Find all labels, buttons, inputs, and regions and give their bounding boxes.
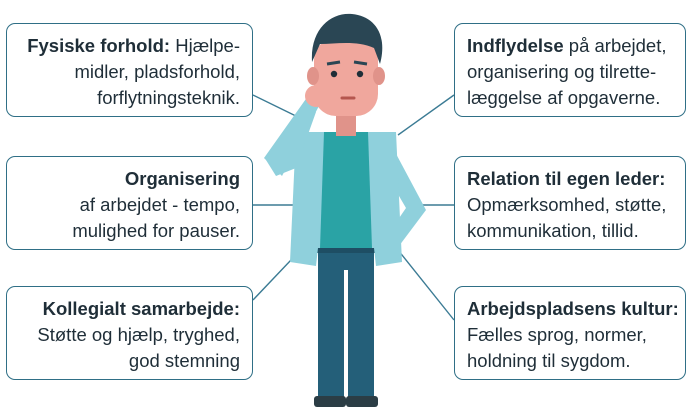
crotch <box>318 248 374 270</box>
left-brow <box>326 60 341 66</box>
right-brow <box>353 60 368 66</box>
culture-line-2: Fælles sprog, normer, <box>467 324 647 345</box>
neck <box>336 112 356 136</box>
right-leg <box>348 255 374 400</box>
influence-line-2: organisering og tilrette- <box>467 61 657 82</box>
collegial-title: Kollegialt samarbejde: <box>42 298 240 319</box>
collegial-line-2: Støtte og hjælp, tryghed, <box>37 324 240 345</box>
right-shoe <box>346 396 378 407</box>
left-forearm <box>264 96 320 176</box>
hair <box>311 13 383 64</box>
leader-title: Relation til egen leder: <box>467 168 666 189</box>
connector-culture <box>397 249 455 321</box>
connector-influence <box>397 94 455 136</box>
right-eye <box>356 70 364 78</box>
leader-line-3: kommunikation, tillid. <box>467 220 639 241</box>
physical-line-1-rest: Hjælpe- <box>175 35 240 56</box>
physical-line-2: midler, pladsforhold, <box>74 61 240 82</box>
thinking-man-illustration <box>264 13 426 407</box>
collegial-cooperation-box: Kollegialt samarbejde: Støtte og hjælp, … <box>6 286 253 380</box>
physical-line-3: forflytningsteknik. <box>97 87 240 108</box>
left-shoe <box>314 396 346 407</box>
collegial-line-3: god stemning <box>128 350 240 371</box>
connector-physical <box>252 94 301 119</box>
workplace-culture-box: Arbejdspladsens kultur: Fælles sprog, no… <box>454 286 686 380</box>
influence-title: Indflydelse <box>467 35 564 56</box>
organisation-line-2: af arbejdet - tempo, <box>79 194 240 215</box>
physical-line-1: Fysiske forhold: Hjælpe- <box>19 33 240 59</box>
influence-line-1-rest: på arbejdet, <box>568 35 667 56</box>
influence-box: Indflydelse på arbejdet, organisering og… <box>454 23 686 117</box>
culture-line-3: holdning til sygdom. <box>467 350 631 371</box>
influence-line-1: Indflydelse på arbejdet, <box>467 33 673 59</box>
organisation-box: Organisering af arbejdet - tempo, muligh… <box>6 156 253 250</box>
shirt <box>320 132 372 248</box>
head <box>314 38 378 116</box>
physical-conditions-box: Fysiske forhold: Hjælpe- midler, pladsfo… <box>6 23 253 117</box>
left-ear <box>307 67 319 85</box>
leader-line-2: Opmærksomhed, støtte, <box>467 194 667 215</box>
right-ear <box>373 67 385 85</box>
belt <box>316 244 376 253</box>
organisation-line-3: mulighed for pauser. <box>72 220 240 241</box>
culture-title: Arbejdspladsens kultur: <box>467 298 679 319</box>
organisation-title: Organisering <box>124 168 240 189</box>
left-leg <box>318 255 344 400</box>
influence-line-3: læggelse af opgaverne. <box>467 87 661 108</box>
left-eye <box>330 70 338 78</box>
physical-title: Fysiske forhold: <box>27 35 171 56</box>
leader-relation-box: Relation til egen leder: Opmærksomhed, s… <box>454 156 686 250</box>
